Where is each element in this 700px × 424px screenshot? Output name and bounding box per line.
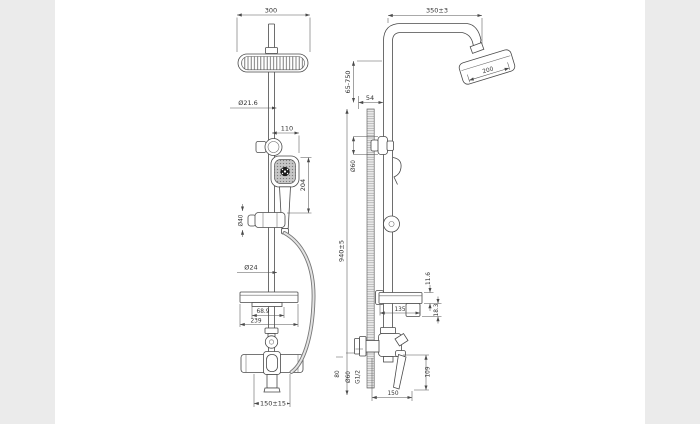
hand-shower [270,155,300,235]
dim-shelf-inner-width: 68.9 [251,307,285,318]
dim-lower-pipe-diameter-label: Ø24 [244,264,257,272]
dim-valve-height-label: 109 [426,366,432,377]
dim-spout-distance: 150 [371,358,413,401]
dim-arm-offset: 54 [358,94,383,109]
dim-bracket-diameter-label: Ø60 [350,160,357,172]
dim-slider-diameter-label: Ø40 [238,214,245,226]
dim-holder-offset: 110 [272,125,300,153]
dim-thread-size-label: G1/2 [356,370,362,384]
front-view: 300 Ø21.6 110 [230,7,316,408]
dim-shelf-thickness: 11.6 [424,272,442,311]
dim-arm-reach-label: 350±3 [426,7,448,15]
dim-height-adjustment-label: 65-750 [344,70,352,93]
pipe-diverter-front [264,327,279,349]
shower-column-side [383,23,485,329]
dim-shelf-thickness-label: 11.6 [426,272,432,285]
dim-shelf-depth-label: 135 [394,307,405,313]
dim-arm-offset-label: 54 [366,94,374,102]
overhead-shower-side: 200 [458,49,516,85]
dim-shelf-depth: 135 [379,305,421,316]
overhead-shower-front [237,23,309,73]
dim-pipe-diameter: Ø21.6 [230,99,277,110]
soap-dish-front [239,291,299,307]
diverter-knob-side [383,215,400,233]
dim-column-height-label: 940±5 [338,240,346,262]
dim-hand-shower-length: 204 [287,157,312,214]
dim-spout-distance-label: 150 [387,391,398,397]
dim-shelf-inner-width-label: 68.9 [257,309,270,315]
dim-head-diameter-label: 200 [482,66,495,75]
slide-bar-side [366,108,375,389]
dim-head-width-label: 300 [265,7,277,15]
dim-pipe-diameter-label: Ø21.6 [238,99,258,107]
dim-bracket-diameter: Ø60 [350,136,378,172]
dim-head-width: 300 [236,7,311,52]
dim-handle-span-label: 150±15 [260,400,286,408]
dim-flange-diameter-label: Ø60 [345,371,352,383]
dim-bracket-drop: 18.3 [422,296,442,324]
dim-hand-shower-length-label: 204 [299,179,307,191]
dim-lower-pipe-diameter: Ø24 [237,264,277,275]
dim-shelf-width: 239 [239,304,299,327]
hand-shower-hook-side [392,157,402,185]
dim-valve-height: 109 [403,354,432,391]
mixer-valve-side [354,327,409,390]
dim-arm-reach: 350±3 [387,7,483,44]
dim-flange-stack: 80 Ø60 G1/2 [335,348,363,384]
image-canvas [55,0,645,424]
dim-handle-span: 150±15 [253,374,291,408]
dim-slider-diameter: Ø40 [238,204,245,237]
side-view: 350±3 200 65-750 54 [335,7,516,401]
dim-bracket-drop-label: 18.3 [434,303,440,316]
dim-column-height: 940±5 [338,109,349,395]
dim-shelf-width-label: 239 [250,319,261,325]
dim-flange-width-label: 80 [335,370,341,378]
diverter-knob-front [255,138,283,156]
shower-hose [282,231,316,374]
slide-bracket-front [247,212,286,228]
slide-bracket-side [370,136,394,155]
dim-height-adjustment: 65-750 [344,60,382,103]
dim-holder-offset-label: 110 [281,125,293,133]
